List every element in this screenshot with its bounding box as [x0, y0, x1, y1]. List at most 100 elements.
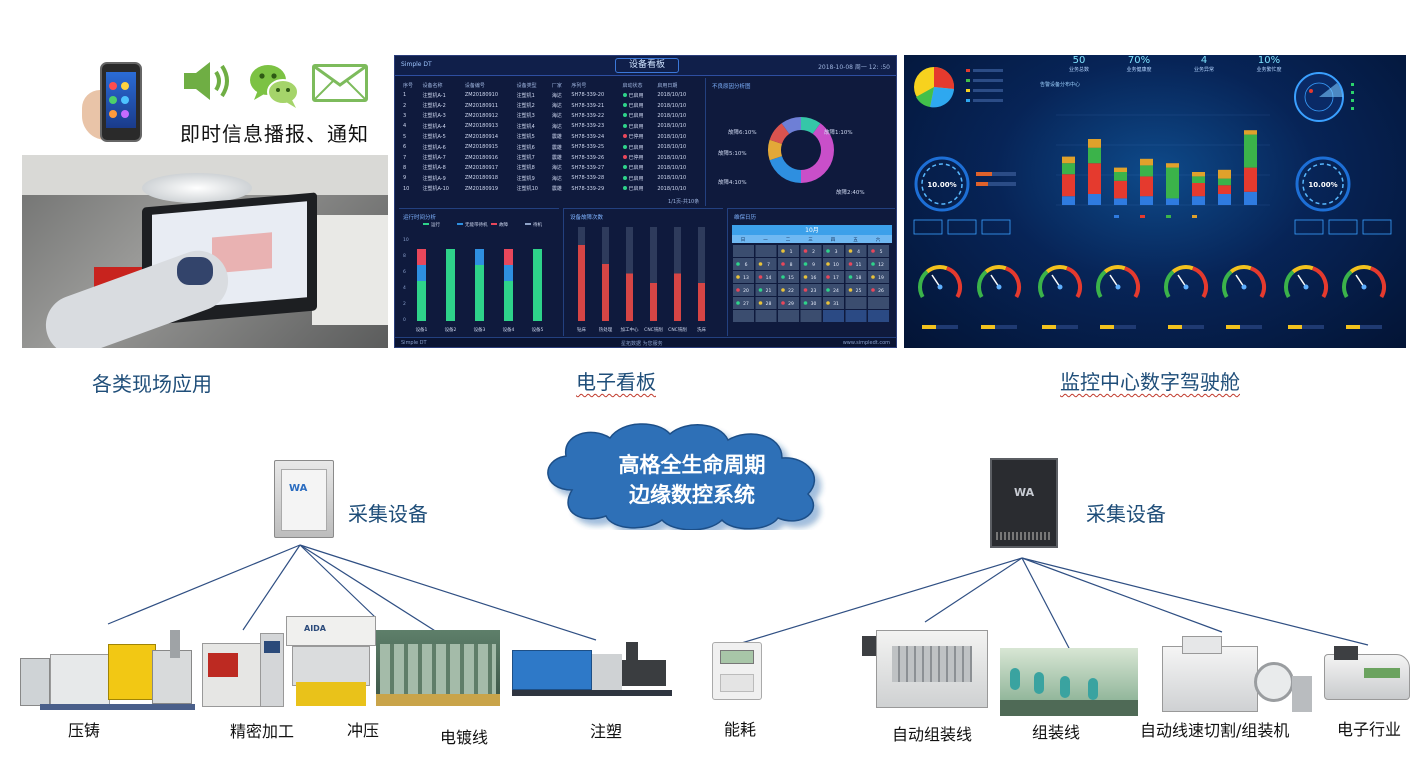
stacked-bar: [1192, 176, 1205, 183]
collector-label-right: 采集设备: [1086, 502, 1166, 526]
table-header-cell: 设备编号: [464, 82, 485, 89]
stacked-bar: [1062, 174, 1075, 197]
collector-device-right: WA: [990, 458, 1058, 548]
calendar-day: 21: [766, 288, 772, 294]
status-dot: [622, 186, 627, 191]
calendar-dot: [826, 249, 830, 253]
calendar-dot: [758, 275, 763, 279]
calendar-cell: [800, 258, 822, 270]
table-cell: 注塑机A-1: [422, 92, 446, 99]
gauge-arc: [1066, 266, 1082, 298]
calendar-cell: [755, 284, 777, 296]
machine-label-injection: 注塑: [590, 722, 623, 741]
dashboard-brand: Simple DT: [401, 61, 432, 68]
table-cell: ZM20180911: [464, 102, 499, 109]
table-cell: 9: [403, 175, 407, 182]
calendar-weekday: 日: [741, 237, 746, 243]
status-text: 已停用: [628, 155, 644, 162]
x-tick: 设备5: [532, 326, 544, 333]
calendar-cell: [823, 271, 844, 283]
machine-label-energy: 能耗: [724, 720, 757, 739]
fault-bar: [602, 264, 609, 321]
table-cell: 注塑机A-6: [422, 144, 446, 151]
calendar-day: 28: [766, 301, 772, 307]
gauge-arc: [1250, 266, 1266, 298]
calendar-title: 维保日历: [734, 215, 757, 221]
calendar-day: 13: [743, 275, 749, 281]
gauge-arc: [1124, 266, 1140, 298]
table-cell: SH78-339-26: [571, 154, 605, 161]
table-cell: 注塑机A-2: [422, 103, 446, 110]
calendar-cell: [755, 310, 777, 322]
table-cell: 已启用: [621, 100, 656, 110]
status-dot: [622, 144, 627, 149]
gauge-arc: [1005, 266, 1021, 298]
machine-label-assembly: 组装线: [1032, 723, 1081, 742]
calendar-dot: [848, 288, 853, 292]
y-tick: 4: [403, 285, 406, 291]
gauge-arc: [1229, 265, 1252, 274]
table-cell: 2018/10/10: [657, 164, 687, 171]
calendar-day: 26: [878, 288, 884, 294]
runtime-bar: [504, 249, 513, 265]
kpi-busy: 10%业务繁忙度: [1256, 55, 1282, 73]
calendar-weekday: 六: [876, 236, 881, 243]
status-dot: [622, 123, 627, 128]
status-text: 已停用: [628, 134, 644, 141]
legend-swatch: [491, 223, 497, 225]
table-cell: SH78-339-28: [571, 175, 605, 182]
stacked-bar: [1192, 196, 1205, 205]
stacked-bar: [1114, 180, 1127, 199]
calendar-day: 8: [790, 262, 793, 268]
alarm-stacked-chart: [1056, 114, 1270, 218]
machine-precision: [202, 633, 284, 711]
gauge-arc: [1312, 266, 1328, 298]
calendar-cell: [845, 284, 867, 296]
calendar-cell: [800, 271, 822, 283]
calendar-week-bar: [732, 235, 892, 243]
cloud-title: 高格全生命周期 边缘数控系统: [562, 450, 822, 510]
field-application-photo: [22, 155, 388, 348]
stacked-bar: [1140, 158, 1153, 166]
gauge-bar: [1226, 325, 1240, 329]
pie-label: 故障6:10%: [728, 128, 757, 136]
calendar-dot: [803, 288, 808, 292]
gauge-bar: [1100, 325, 1114, 329]
table-cell: 注塑机3: [516, 113, 535, 120]
fault-bar: [578, 245, 585, 321]
table-cell: SH78-339-24: [571, 133, 605, 140]
notify-label: 即时信息播报、通知: [180, 122, 369, 146]
table-cell: 注塑机10: [516, 186, 538, 193]
machine-energy-meter: [712, 642, 762, 700]
footer-url: www.simpledt.com: [842, 340, 890, 346]
machine-auto-assembly: [862, 630, 988, 708]
calendar-cell: [733, 271, 754, 283]
table-cell: 海达: [551, 92, 562, 99]
calendar-dot: [736, 262, 740, 266]
machine-label-precision: 精密加工: [230, 722, 295, 741]
calendar-dot: [803, 301, 808, 305]
table-cell: ZM20180914: [464, 133, 499, 140]
table-header-cell: 厂家: [551, 82, 562, 89]
stacked-bar: [1140, 165, 1153, 177]
calendar-cell: [733, 245, 754, 257]
table-pager: 1/1页-共10条: [668, 199, 700, 205]
table-cell: 注塑机A-8: [422, 165, 446, 172]
status-text: 已启用: [628, 144, 644, 151]
pie-slice: [768, 139, 782, 161]
legend-swatch: [525, 223, 531, 225]
gauge-hub: [1361, 284, 1367, 290]
table-cell: 注塑机9: [516, 175, 535, 182]
stacked-bar: [1088, 194, 1101, 205]
stacked-bar: [1140, 176, 1153, 197]
table-cell: 已启用: [621, 90, 656, 100]
stacked-bar: [1218, 194, 1231, 205]
table-cell: ZM20180917: [464, 164, 499, 171]
calendar-day: 29: [788, 301, 794, 307]
